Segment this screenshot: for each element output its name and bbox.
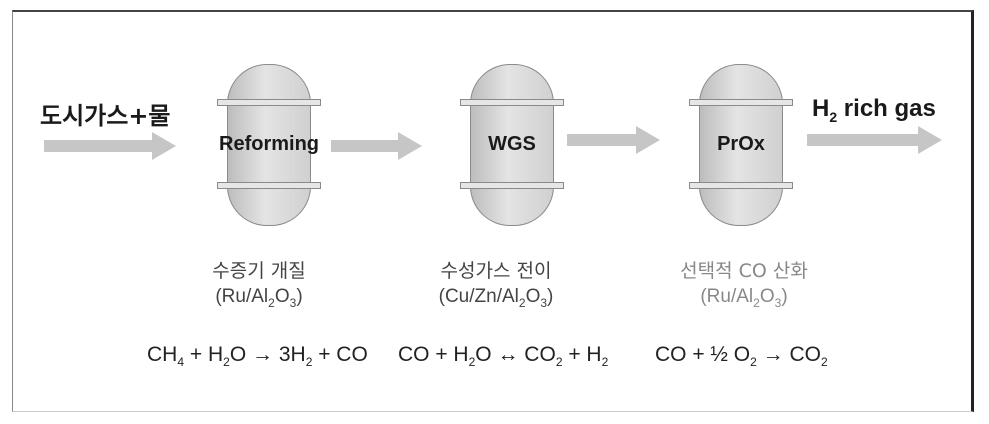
diagram-frame — [12, 10, 974, 412]
vessel-flange-top — [217, 99, 321, 106]
vessel-flange-bottom — [217, 182, 321, 189]
catalyst-label: (Ru/Al2O3) — [215, 286, 303, 310]
caption-name: 수증기 개질 — [212, 260, 306, 282]
caption-wgs: 수성가스 전이 (Cu/Zn/Al2O3) — [386, 258, 606, 316]
arrow-wgs-to-prox — [567, 126, 660, 154]
wgs-vessel — [460, 64, 564, 226]
reactor-label-prox: PrOx — [717, 133, 765, 155]
arrow-reforming-to-wgs — [331, 132, 422, 160]
reformer-vessel — [217, 64, 321, 226]
vessel-flange-top — [460, 99, 564, 106]
equation-wgs: CO + H2O ↔ CO2 + H2 — [398, 343, 609, 370]
output-arrow — [807, 126, 942, 154]
input-arrow — [44, 132, 176, 160]
catalyst-label: (Ru/Al2O3) — [700, 286, 788, 310]
vessel-flange-bottom — [460, 182, 564, 189]
caption-name: 선택적 CO 산화 — [680, 260, 808, 282]
vessel-flange-top — [689, 99, 793, 106]
reactor-label-wgs: WGS — [488, 133, 536, 155]
vessel-flange-bottom — [689, 182, 793, 189]
caption-prox: 선택적 CO 산화 (Ru/Al2O3) — [634, 258, 854, 316]
equation-prox: CO + ½ O2 → CO2 — [655, 343, 828, 370]
prox-vessel — [689, 64, 793, 226]
reactor-label-reforming: Reforming — [219, 133, 319, 155]
output-label: H2 rich gas — [812, 95, 936, 125]
input-label: 도시가스+물 — [40, 102, 171, 130]
equation-reforming: CH4 + H2O → 3H2 + CO — [147, 343, 368, 370]
caption-name: 수성가스 전이 — [440, 260, 552, 282]
caption-reforming: 수증기 개질 (Ru/Al2O3) — [149, 258, 369, 316]
catalyst-label: (Cu/Zn/Al2O3) — [438, 286, 554, 310]
